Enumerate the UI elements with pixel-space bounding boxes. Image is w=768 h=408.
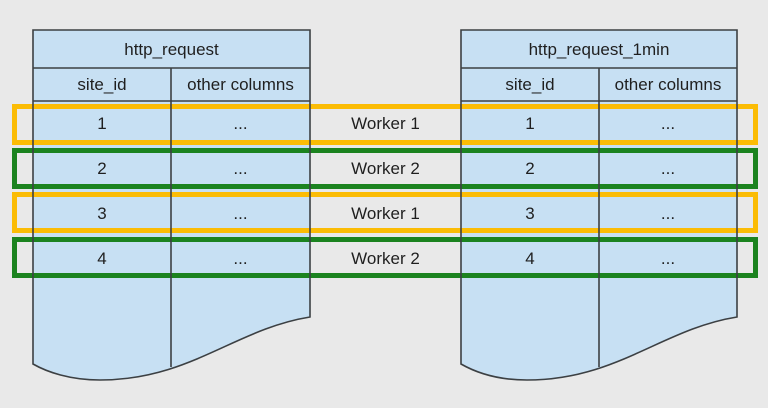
right-table-cell-site-id: 2 bbox=[525, 159, 535, 178]
left-table-cell-other: ... bbox=[233, 159, 248, 178]
table-lines bbox=[32, 29, 738, 381]
worker-label-row1: Worker 1 bbox=[351, 114, 420, 133]
right-table-cell-other: ... bbox=[660, 159, 676, 178]
right-table-lines bbox=[460, 29, 738, 381]
right-table-cell-other: ... bbox=[660, 249, 676, 268]
left-table-column-header-site-id: site_id bbox=[77, 75, 127, 94]
right-table-cell-site-id: 1 bbox=[525, 114, 535, 133]
worker1-highlight-row3 bbox=[12, 192, 758, 233]
worker1-highlight-row1 bbox=[12, 104, 758, 145]
left-table-lines bbox=[32, 29, 311, 381]
left-table-title: http_request bbox=[124, 39, 219, 59]
right-table-cell-site-id: 4 bbox=[525, 249, 535, 268]
worker2-highlight-row2 bbox=[12, 148, 758, 189]
worker-label-row3: Worker 1 bbox=[351, 204, 420, 223]
left-table-cell-site-id: 1 bbox=[97, 114, 107, 133]
right-table-column-header-site-id: site_id bbox=[505, 75, 555, 94]
left-table-cell-other: ... bbox=[233, 114, 248, 133]
right-table-column-header-other-columns: other columns bbox=[614, 75, 722, 94]
left-table-cell-other: ... bbox=[233, 249, 248, 268]
right-table-cell-site-id: 3 bbox=[525, 204, 535, 223]
left-table-cell-site-id: 4 bbox=[97, 249, 107, 268]
right-table-title: http_request_1min bbox=[528, 39, 670, 59]
left-table-cell-site-id: 2 bbox=[97, 159, 107, 178]
worker-label-row2: Worker 2 bbox=[351, 159, 420, 178]
worker2-highlight-row4 bbox=[12, 237, 758, 278]
left-table-column-header-other-columns: other columns bbox=[187, 75, 294, 94]
left-table-cell-site-id: 3 bbox=[97, 204, 107, 223]
right-table-cell-other: ... bbox=[660, 204, 676, 223]
worker-highlight-boxes bbox=[12, 104, 758, 278]
left-table-cell-other: ... bbox=[233, 204, 248, 223]
worker-label-row4: Worker 2 bbox=[351, 249, 420, 268]
right-table-cell-other: ... bbox=[660, 114, 676, 133]
